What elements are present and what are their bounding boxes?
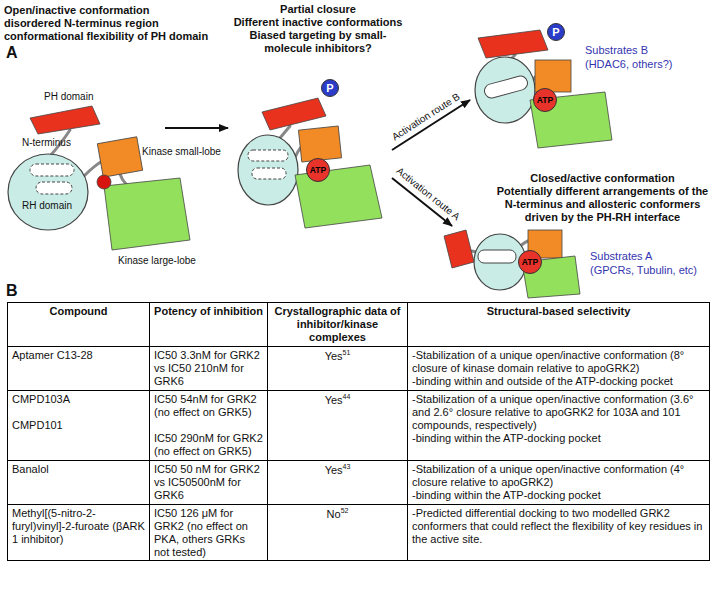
stage-heading: Partial closure	[228, 3, 408, 16]
cell-line: Yes51	[272, 349, 403, 363]
table-cell: Banalol	[8, 460, 150, 504]
cell-text: IC50 50 nM for GRK2 vs IC50500nM for GRK…	[154, 463, 263, 502]
stage-heading: Different inactive conformations	[228, 16, 408, 29]
panel-letter: A	[6, 44, 18, 63]
table-cell: -Stabilization of a unique open/inactive…	[408, 460, 710, 504]
atp-site: ATP	[518, 250, 542, 274]
cell-text: -Predicted differential docking to two m…	[412, 507, 705, 546]
table-cell: Methyl[(5-nitro-2-furyl)vinyl]-2-furoate…	[8, 504, 150, 561]
reference-number: 51	[343, 349, 351, 356]
table-cell: Yes51	[268, 346, 408, 390]
cell-text: Yes	[325, 350, 343, 362]
stage-heading: Open/inactive conformation	[4, 4, 149, 17]
cell-text: Compound	[12, 305, 145, 318]
cell-text: -Stabilization of a unique open/inactive…	[412, 463, 705, 489]
cell-text: Methyl[(5-nitro-2-furyl)vinyl]-2-furoate…	[12, 507, 145, 546]
stage-heading: Potentially different arrangements of th…	[495, 185, 710, 224]
cell-text: CMPD103A	[12, 393, 145, 406]
table-cell: IC50 54nM for GRK2 (no effect on GRK5) IC…	[150, 390, 268, 460]
atp-site: ATP	[533, 88, 557, 112]
table-cell: Yes44	[268, 390, 408, 460]
node-text: ATP	[310, 166, 326, 175]
substrate-label: (GPCRs, Tubulin, etc)	[590, 264, 697, 277]
table-cell: IC50 3.3nM for GRK2 vs IC50 210nM for GR…	[150, 346, 268, 390]
cell-text: IC50 126 μM for GRK2 (no effect on PKA, …	[154, 507, 263, 559]
cell-text: -binding within the ATP-docking pocket	[412, 489, 705, 502]
cell-text: IC50 290nM for GRK2 (no effect on GRK5)	[154, 432, 263, 458]
header-cell: Crystallographic data of inhibitor/kinas…	[268, 303, 408, 347]
cell-text: Aptamer C13-28	[12, 349, 145, 362]
domain-label: N-terminus	[22, 137, 71, 149]
reference-number: 52	[341, 507, 349, 514]
stage-heading: conformational flexibility of PH domain	[4, 30, 208, 43]
node-text: P	[326, 83, 333, 94]
cell-line: No52	[272, 507, 403, 521]
header-cell: Compound	[8, 303, 150, 347]
node-text: ATP	[522, 258, 538, 267]
route-label: Activation route B	[390, 91, 462, 143]
cell-text: Yes	[325, 393, 343, 405]
cell-text: -Stabilization of a unique open/inactive…	[412, 393, 705, 432]
stage-heading: Biased targeting by small-molecule inhib…	[228, 29, 408, 55]
phospho-circle: P	[321, 79, 339, 97]
atp-site: ATP	[306, 158, 330, 182]
phospho-circle: P	[547, 23, 565, 41]
cell-text: Structural-based selectivity	[412, 305, 705, 318]
cell-line: Yes43	[272, 463, 403, 477]
table-cell: -Predicted differential docking to two m…	[408, 504, 710, 561]
table-cell: Yes43	[268, 460, 408, 504]
cell-text: Yes	[325, 463, 343, 475]
cell-line: Yes44	[272, 393, 403, 407]
inhibitor-table: Compound Potency of inhibition Crystallogr…	[7, 302, 710, 561]
cell-text: No	[327, 507, 341, 519]
route-label: Activation route A	[394, 165, 462, 223]
substrate-label: (HDAC6, others?)	[585, 58, 672, 71]
cell-text: -binding within the ATP-docking pocket	[412, 432, 705, 445]
substrate-label: Substrates B	[585, 44, 648, 57]
cell-text: -Stabilization of a unique open/inactive…	[412, 349, 705, 375]
table-cell: IC50 50 nM for GRK2 vs IC50500nM for GRK…	[150, 460, 268, 504]
stage-heading: disordered N-terminus region	[4, 17, 159, 30]
panel-letter: B	[6, 282, 18, 301]
table-cell: No52	[268, 504, 408, 561]
cell-text: IC50 54nM for GRK2 (no effect on GRK5)	[154, 393, 263, 419]
cell-text: Banalol	[12, 463, 145, 476]
cell-text: Potency of inhibition	[154, 305, 263, 318]
domain-label: Kinase small-lobe	[142, 146, 221, 158]
header-cell: Structural-based selectivity	[408, 303, 710, 347]
cell-text: IC50 3.3nM for GRK2 vs IC50 210nM for GR…	[154, 349, 263, 388]
reference-number: 44	[343, 393, 351, 400]
table-cell: Aptamer C13-28	[8, 346, 150, 390]
reference-number: 43	[343, 463, 351, 470]
cell-text: Crystallographic data of inhibitor/kinas…	[272, 305, 403, 344]
table-cell: -Stabilization of a unique open/inactive…	[408, 346, 710, 390]
domain-label: PH domain	[44, 91, 93, 103]
header-cell: Potency of inhibition	[150, 303, 268, 347]
domain-label: Kinase large-lobe	[118, 255, 196, 267]
cell-text: -binding within and outside of the ATP-d…	[412, 375, 705, 388]
substrate-label: Substrates A	[590, 250, 652, 263]
table-cell: CMPD103A CMPD101	[8, 390, 150, 460]
table-cell: IC50 126 μM for GRK2 (no effect on PKA, …	[150, 504, 268, 561]
node-text: P	[552, 27, 559, 38]
cell-text: CMPD101	[12, 419, 145, 432]
table-cell: -Stabilization of a unique open/inactive…	[408, 390, 710, 460]
stage-heading: Closed/active conformation	[495, 172, 710, 185]
domain-label: RH domain	[22, 200, 72, 212]
node-text: ATP	[537, 96, 553, 105]
